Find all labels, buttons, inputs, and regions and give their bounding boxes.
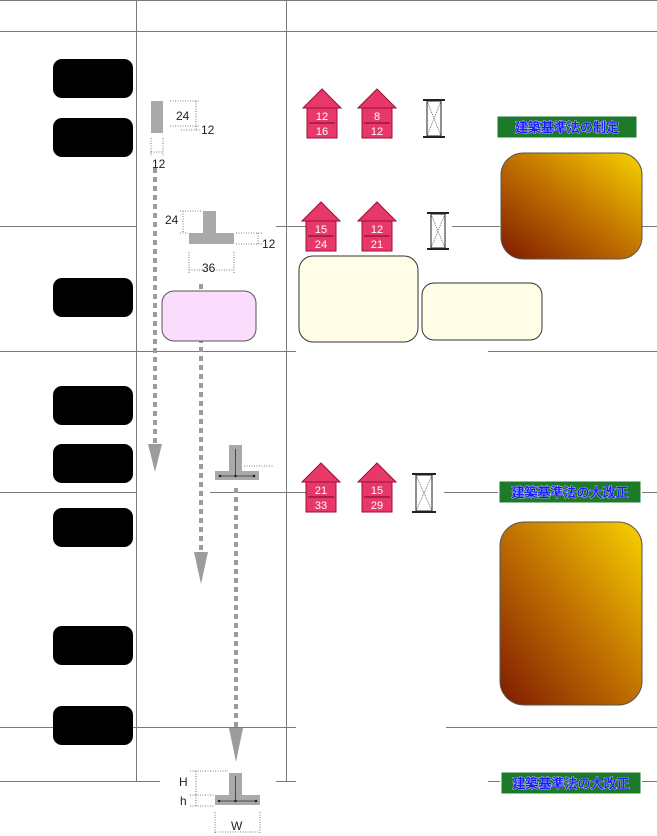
house-bottom-number: 24 [315, 239, 327, 251]
era-box [53, 118, 133, 157]
era-box [53, 444, 133, 483]
brace-frame-icon [423, 99, 445, 138]
arrows [153, 168, 238, 728]
brace-frame-icon [427, 212, 449, 250]
brace-frame-icon [412, 473, 436, 513]
law-label-revise-2: 建築基準法の大改正 [500, 771, 642, 795]
dim-final-W: W [231, 819, 243, 833]
reinforced-t-footing [215, 445, 274, 480]
house-bottom-number: 12 [371, 126, 383, 138]
cream-note-box [421, 282, 543, 341]
house-bottom-number: 21 [371, 239, 383, 251]
gold-note-box [499, 521, 643, 706]
era-boxes [53, 59, 133, 745]
table-grid [0, 0, 657, 782]
dim-rect-height: 24 [176, 109, 190, 123]
law-label-enact: 建築基準法の制定 [496, 115, 638, 139]
law-label-text: 建築基準法の大改正 [511, 485, 628, 500]
era-box [53, 508, 133, 547]
house-top-number: 12 [371, 224, 383, 236]
era-box [53, 386, 133, 425]
law-label-text: 建築基準法の制定 [515, 120, 619, 135]
house-top-number: 21 [315, 485, 327, 497]
dim-rect-width: 12 [152, 157, 166, 171]
law-label-revise-1: 建築基準法の大改正 [498, 480, 642, 504]
house-bottom-number: 16 [316, 126, 328, 138]
era-box [53, 59, 133, 98]
house-top-number: 15 [371, 485, 383, 497]
house-top-number: 12 [316, 111, 328, 123]
dim-final-h: h [180, 794, 187, 808]
cream-note-box [298, 255, 419, 343]
house-bottom-number: 29 [371, 500, 383, 512]
gold-note-box [500, 152, 643, 260]
dim-final-H: H [179, 775, 188, 789]
dim-t-width: 36 [202, 261, 216, 275]
pink-note-box [161, 290, 257, 342]
dim-t-base: 12 [262, 237, 276, 251]
brace-frames [412, 99, 449, 513]
house-top-number: 15 [315, 224, 327, 236]
dim-rect-top: 12 [201, 123, 215, 137]
house-top-number: 8 [374, 111, 380, 123]
rect-footing: 24 12 12 [150, 100, 215, 171]
house-icon: 812 [356, 88, 398, 139]
era-box [53, 626, 133, 665]
dim-t-height: 24 [165, 213, 179, 227]
t-footing: 24 12 36 [165, 210, 276, 275]
era-box [53, 278, 133, 317]
house-bottom-number: 33 [315, 500, 327, 512]
law-label-text: 建築基準法の大改正 [512, 776, 629, 791]
era-box [53, 706, 133, 745]
final-footing: H h W [179, 770, 261, 834]
